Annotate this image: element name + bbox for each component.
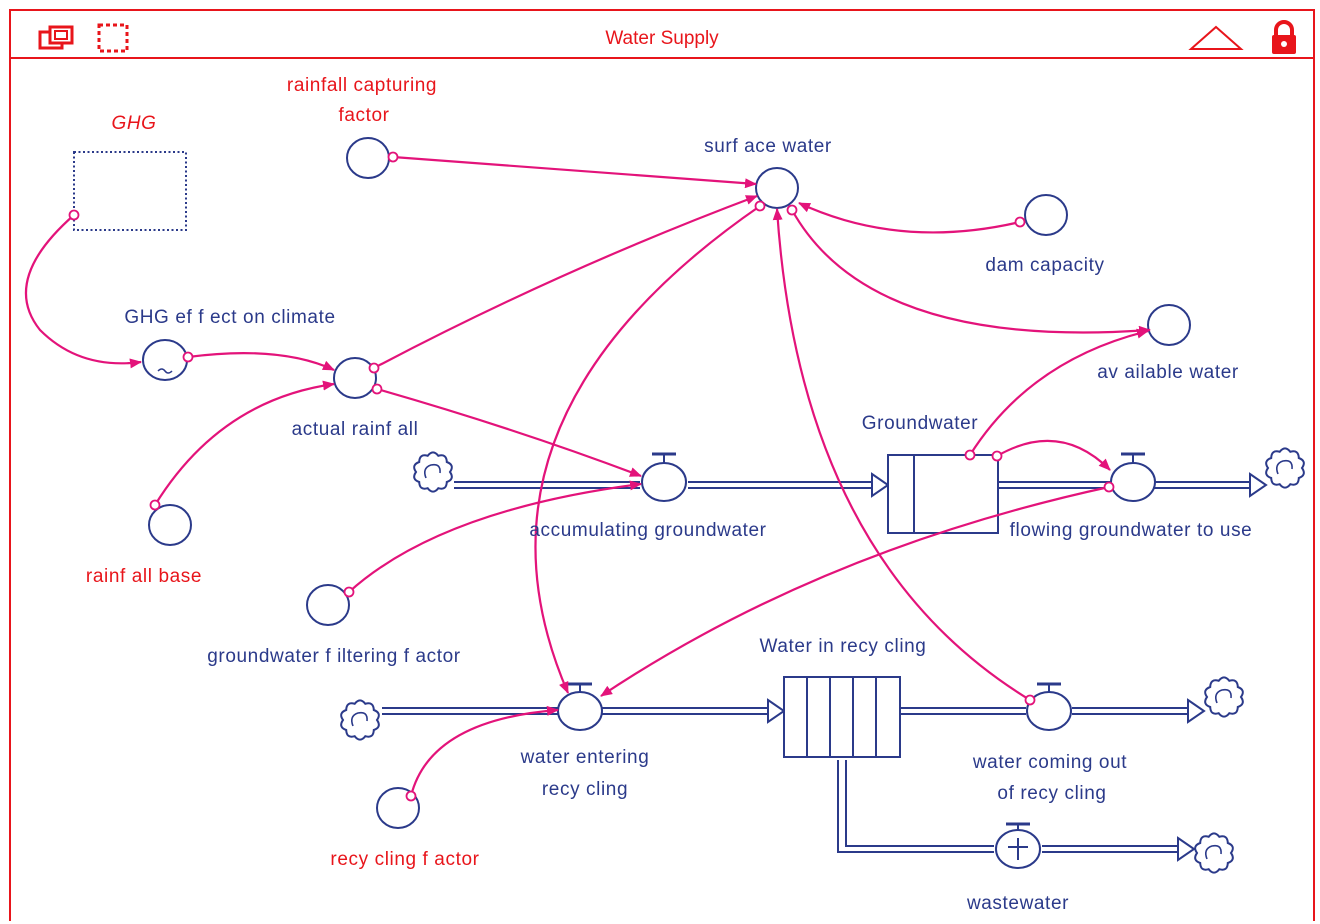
label-dam-capacity: dam capacity <box>985 255 1104 276</box>
cloud-sink-wastewater <box>1194 832 1234 874</box>
aux-ghg-effect-on-climate[interactable] <box>142 339 188 381</box>
label-water-entering-recycling-line1: water entering <box>520 747 650 768</box>
label-available-water: av ailable water <box>1097 362 1239 383</box>
aux-dam-capacity[interactable] <box>1024 194 1068 236</box>
title-bar: Water Supply <box>11 11 1313 59</box>
label-ghg-effect-on-climate: GHG ef f ect on climate <box>124 307 335 328</box>
label-water-in-recycling: Water in recy cling <box>760 636 927 657</box>
label-flowing-groundwater-to-use: flowing groundwater to use <box>1010 520 1253 541</box>
causal-links <box>24 155 1151 797</box>
window-frame <box>9 9 1315 921</box>
lookup-tilde-icon <box>157 368 173 374</box>
dotted-select-icon[interactable] <box>96 22 132 54</box>
valve-flowing-groundwater-to-use[interactable] <box>1110 452 1156 502</box>
cloud-sink-groundwater-use <box>1265 447 1305 489</box>
label-wastewater: wastewater <box>966 893 1069 914</box>
stock-groundwater[interactable] <box>887 454 999 534</box>
label-accumulating-groundwater: accumulating groundwater <box>529 520 766 541</box>
label-ghg: GHG <box>111 113 156 134</box>
cloud-source-recycling <box>340 699 380 741</box>
aux-rainfall-base[interactable] <box>148 504 192 546</box>
label-water-coming-out-line1: water coming out <box>972 752 1127 773</box>
valve-water-entering-recycling[interactable] <box>557 682 603 731</box>
aux-available-water[interactable] <box>1147 304 1191 346</box>
label-groundwater: Groundwater <box>862 413 979 434</box>
label-surface-water: surf ace water <box>704 136 832 157</box>
valve-water-coming-out-of-recycling[interactable] <box>1026 682 1072 731</box>
label-rainfall-capturing-factor-line1: rainfall capturing <box>287 75 437 96</box>
label-water-coming-out-line2: of recy cling <box>997 783 1106 804</box>
valve-accumulating-groundwater[interactable] <box>641 452 687 502</box>
triangle-up-icon[interactable] <box>1188 24 1244 52</box>
valve-wastewater[interactable] <box>995 822 1041 869</box>
lock-icon[interactable] <box>1268 20 1300 56</box>
link-tails <box>68 151 1115 802</box>
aux-groundwater-filtering-factor[interactable] <box>306 584 350 626</box>
cloud-source-groundwater <box>413 451 453 493</box>
aux-actual-rainfall[interactable] <box>333 357 377 399</box>
label-water-entering-recycling-line2: recy cling <box>542 779 628 800</box>
window-stack-icon[interactable] <box>38 24 80 52</box>
label-rainfall-base: rainf all base <box>86 566 202 587</box>
source-sink-clouds <box>340 447 1305 874</box>
label-actual-rainfall: actual rainf all <box>292 419 419 440</box>
aux-rainfall-capturing-factor[interactable] <box>346 137 390 179</box>
label-recycling-factor: recy cling f actor <box>330 849 479 870</box>
label-rainfall-capturing-factor-line2: factor <box>338 105 389 126</box>
window-title: Water Supply <box>605 28 719 49</box>
ghg-shadow-box[interactable] <box>73 151 187 231</box>
cloud-sink-recycling-out <box>1204 676 1244 718</box>
flow-pipes <box>382 472 1268 862</box>
label-groundwater-filtering-factor: groundwater f iltering f actor <box>207 646 461 667</box>
stock-water-in-recycling[interactable] <box>783 676 901 758</box>
